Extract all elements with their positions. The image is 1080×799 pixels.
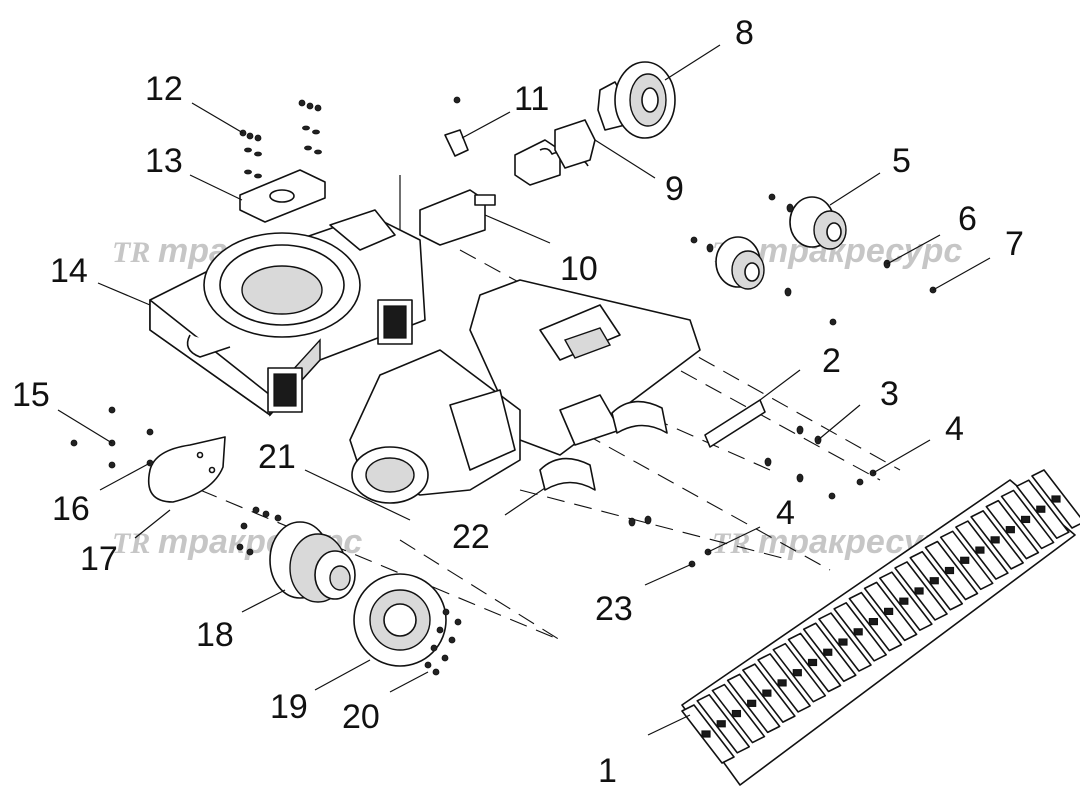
track-link-pin bbox=[884, 607, 894, 615]
callout-9: 9 bbox=[665, 170, 684, 208]
callout-3: 3 bbox=[880, 375, 899, 413]
callout-4-upper: 4 bbox=[945, 410, 964, 448]
part-2-plate bbox=[704, 399, 766, 448]
callout-2: 2 bbox=[822, 342, 841, 380]
callout-7: 7 bbox=[1005, 225, 1024, 263]
track-link-pin bbox=[929, 577, 939, 585]
track-link-pin bbox=[807, 658, 818, 667]
callout-16: 16 bbox=[52, 490, 90, 528]
callout-15: 15 bbox=[12, 376, 50, 414]
callout-8: 8 bbox=[735, 14, 754, 52]
track-link-pin bbox=[777, 679, 787, 687]
callout-13: 13 bbox=[145, 142, 183, 180]
callout-20: 20 bbox=[342, 698, 380, 736]
callout-17: 17 bbox=[80, 540, 118, 578]
callout-1: 1 bbox=[598, 752, 617, 790]
track-link-pin bbox=[944, 566, 955, 575]
part-16-cover-plate bbox=[148, 436, 226, 503]
track-link-pin bbox=[731, 709, 742, 718]
part-19-sprocket bbox=[353, 573, 447, 667]
callout-23: 23 bbox=[595, 590, 633, 628]
watermark-right: TR тракресурс bbox=[712, 232, 962, 270]
track-link-pin bbox=[838, 638, 848, 646]
track-link-pin bbox=[899, 597, 909, 605]
callout-4-lower: 4 bbox=[776, 494, 795, 532]
track-link-pin bbox=[1005, 526, 1015, 534]
part-14-upper-frame bbox=[149, 209, 426, 417]
watermark-text: тракресурс bbox=[758, 232, 962, 270]
part-5-second-roller bbox=[690, 236, 837, 326]
part-20-bolts bbox=[424, 608, 462, 676]
callout-22: 22 bbox=[452, 518, 490, 556]
track-link-pin bbox=[868, 618, 878, 626]
watermark-logo: TR bbox=[112, 236, 150, 269]
track-link-pin bbox=[1051, 495, 1061, 503]
callout-6: 6 bbox=[958, 200, 977, 238]
watermark-logo: TR bbox=[712, 527, 750, 560]
track-link-pin bbox=[762, 689, 772, 697]
watermark-logo: TR bbox=[112, 527, 150, 560]
track-link-pin bbox=[960, 556, 970, 564]
track-link-pin bbox=[747, 699, 757, 707]
part-18-travel-motor bbox=[236, 506, 356, 603]
part-11-clip bbox=[444, 96, 469, 157]
part-21-track-frame bbox=[349, 279, 701, 504]
part-10-yoke bbox=[419, 189, 496, 246]
callout-18: 18 bbox=[196, 616, 234, 654]
callout-10: 10 bbox=[560, 250, 598, 288]
callout-14: 14 bbox=[50, 252, 88, 290]
part-9-spring bbox=[514, 119, 596, 186]
part-15-screws bbox=[70, 406, 154, 469]
track-link-pin bbox=[1020, 515, 1031, 524]
callout-11: 11 bbox=[514, 80, 549, 118]
callout-19: 19 bbox=[270, 688, 308, 726]
track-link-pin bbox=[823, 648, 833, 656]
part-1-track-chain bbox=[681, 469, 1080, 786]
part-13-bracket bbox=[239, 169, 326, 223]
callout-21: 21 bbox=[258, 438, 296, 476]
track-link-pin bbox=[716, 720, 726, 728]
callout-5: 5 bbox=[892, 142, 911, 180]
callout-12: 12 bbox=[145, 70, 183, 108]
track-link-pin bbox=[701, 730, 711, 738]
track-link-pin bbox=[914, 587, 924, 595]
track-link-pin bbox=[975, 546, 985, 554]
leader-lines bbox=[57, 44, 991, 736]
track-link-pin bbox=[792, 669, 802, 677]
track-link-pin bbox=[990, 536, 1000, 544]
part-12-bolts bbox=[239, 99, 322, 179]
track-link-pin bbox=[1036, 505, 1046, 513]
callout-labels: 1 2 3 4 4 5 6 7 8 9 10 11 12 13 14 15 16… bbox=[12, 14, 1024, 790]
track-link-pin bbox=[853, 628, 863, 636]
part-5-top-roller bbox=[768, 193, 847, 250]
part-22-cover bbox=[539, 400, 668, 491]
part-8-idler bbox=[597, 61, 676, 139]
